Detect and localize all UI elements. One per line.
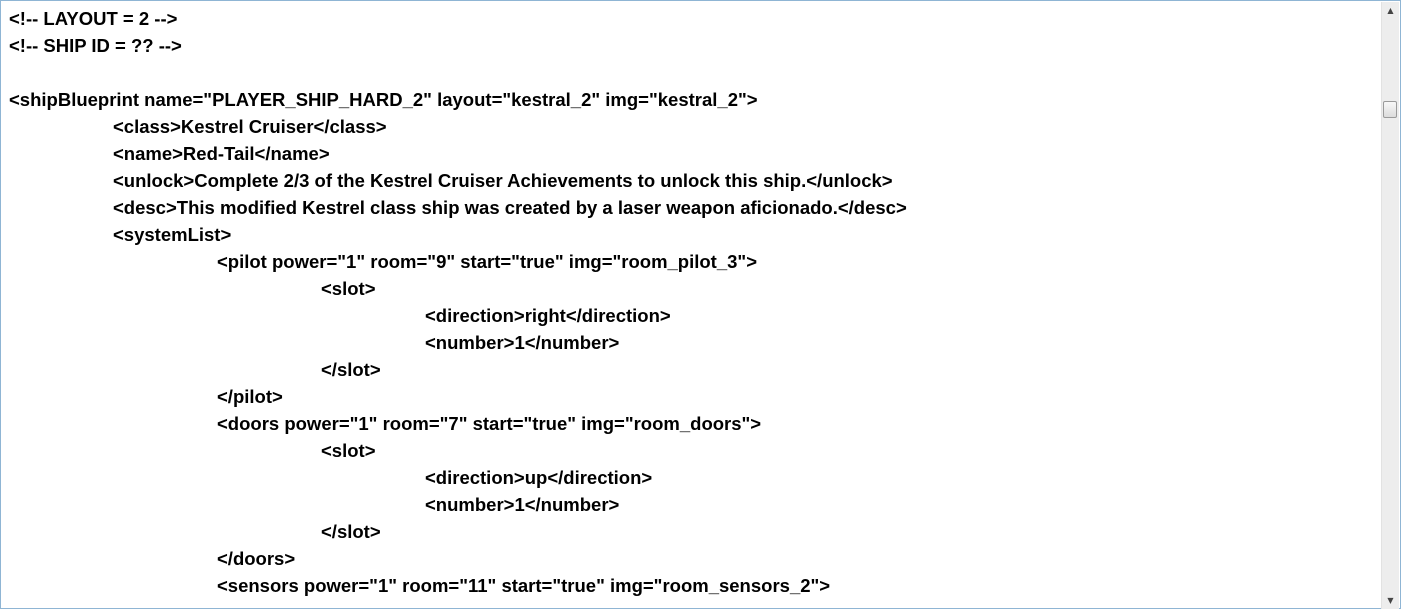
code-line: <doors power="1" room="7" start="true" i…: [217, 413, 762, 434]
code-line: </slot>: [321, 359, 381, 380]
code-line: <pilot power="1" room="9" start="true" i…: [217, 251, 757, 272]
code-line: <direction>up</direction>: [425, 467, 653, 488]
scrollbar-thumb[interactable]: [1383, 101, 1397, 118]
code-line: </doors>: [217, 548, 296, 569]
code-line: <sensors power="1" room="11" start="true…: [217, 575, 831, 596]
code-line: <systemList>: [113, 224, 232, 245]
text-editor-content[interactable]: <!-- LAYOUT = 2 --> <!-- SHIP ID = ?? -->…: [9, 5, 1380, 608]
code-line: </slot>: [321, 521, 381, 542]
code-line: <number>1</number>: [425, 332, 620, 353]
scroll-down-arrow-icon[interactable]: ▼: [1387, 596, 1394, 605]
code-line: <name>Red-Tail</name>: [113, 143, 330, 164]
code-line: <class>Kestrel Cruiser</class>: [113, 116, 387, 137]
code-line: <desc>This modified Kestrel class ship w…: [113, 197, 907, 218]
code-line: [9, 59, 1380, 86]
code-line: <direction>right</direction>: [425, 305, 671, 326]
code-line: <shipBlueprint name="PLAYER_SHIP_HARD_2"…: [9, 89, 758, 110]
code-line: </pilot>: [217, 386, 283, 407]
code-line: <slot>: [321, 278, 376, 299]
scroll-up-arrow-icon[interactable]: ▲: [1387, 6, 1394, 15]
code-line: <slot>: [321, 440, 376, 461]
code-line: <unlock>Complete 2/3 of the Kestrel Crui…: [113, 170, 893, 191]
code-line: <number>1</number>: [425, 494, 620, 515]
vertical-scrollbar[interactable]: ▲ ▼: [1381, 2, 1399, 609]
code-line: <!-- SHIP ID = ?? -->: [9, 35, 182, 56]
code-line: <!-- LAYOUT = 2 -->: [9, 8, 178, 29]
